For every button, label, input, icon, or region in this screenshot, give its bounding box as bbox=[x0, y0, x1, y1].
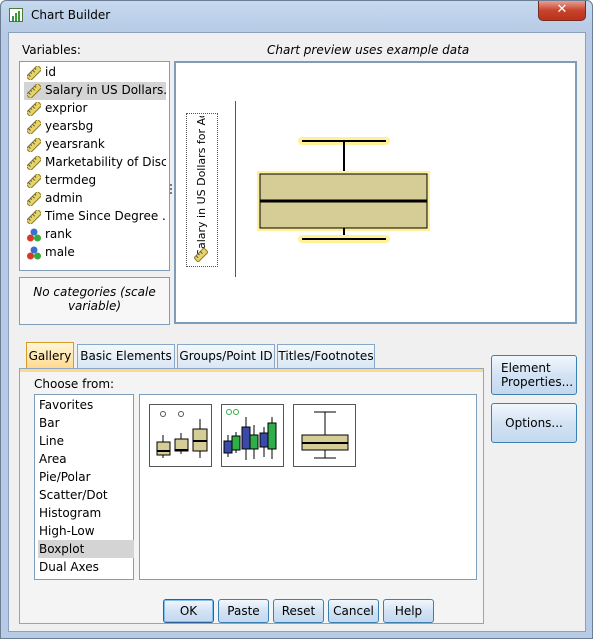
variable-item[interactable]: Time Since Degree ... bbox=[24, 208, 166, 226]
chart-type-item[interactable]: Boxplot bbox=[38, 540, 134, 558]
variable-item[interactable]: termdeg bbox=[24, 172, 166, 190]
scale-ruler-icon bbox=[27, 210, 41, 224]
chart-type-item[interactable]: Favorites bbox=[38, 396, 134, 414]
chart-type-item[interactable]: Scatter/Dot bbox=[38, 486, 134, 504]
variable-label: admin bbox=[45, 191, 83, 205]
chart-type-item[interactable]: Pie/Polar bbox=[38, 468, 134, 486]
chart-type-label: Dual Axes bbox=[39, 560, 99, 574]
chart-type-label: Favorites bbox=[39, 398, 94, 412]
variable-label: Marketability of Disci... bbox=[45, 155, 166, 169]
categories-text-line1: No categories (scale bbox=[33, 285, 156, 299]
tab-gallery[interactable]: Gallery bbox=[26, 342, 74, 370]
y-axis-drop-zone[interactable]: Salary in US Dollars for Ac... bbox=[186, 113, 218, 267]
title-bar: Chart Builder ✕ bbox=[1, 1, 592, 31]
y-axis-line bbox=[235, 101, 236, 277]
chart-type-label: Scatter/Dot bbox=[39, 488, 108, 502]
variable-label: Salary in US Dollars... bbox=[45, 83, 166, 97]
preview-caption: Chart preview uses example data bbox=[267, 43, 470, 57]
chart-type-item[interactable]: Area bbox=[38, 450, 134, 468]
chart-type-label: Line bbox=[39, 434, 65, 448]
help-button[interactable]: Help bbox=[383, 599, 434, 623]
cancel-button[interactable]: Cancel bbox=[328, 599, 379, 623]
variable-label: rank bbox=[45, 227, 72, 241]
chart-type-item[interactable]: Histogram bbox=[38, 504, 134, 522]
chart-type-label: Pie/Polar bbox=[39, 470, 91, 484]
tab-groups-point-id[interactable]: Groups/Point ID bbox=[177, 344, 275, 368]
splitter-handle-horizontal[interactable] bbox=[87, 270, 103, 279]
variable-label: yearsrank bbox=[45, 137, 105, 151]
nominal-balls-icon bbox=[27, 228, 41, 242]
tab-titles-footnotes[interactable]: Titles/Footnotes bbox=[277, 344, 375, 368]
element-properties-button[interactable]: Element Properties... bbox=[491, 355, 577, 395]
chart-type-label: Bar bbox=[39, 416, 60, 430]
choose-from-label: Choose from: bbox=[34, 377, 115, 391]
element-properties-label-line2: Properties... bbox=[501, 375, 574, 389]
categories-text-line2: variable) bbox=[67, 299, 122, 313]
categories-box: No categories (scale variable) bbox=[19, 277, 170, 325]
variable-label: id bbox=[45, 65, 56, 79]
variable-item[interactable]: exprior bbox=[24, 100, 166, 118]
window-title: Chart Builder bbox=[31, 8, 111, 22]
variable-item[interactable]: yearsrank bbox=[24, 136, 166, 154]
y-axis-label: Salary in US Dollars for Ac... bbox=[195, 116, 208, 256]
simple-boxplot-icon[interactable] bbox=[149, 404, 212, 467]
reset-button[interactable]: Reset bbox=[273, 599, 324, 623]
variable-item[interactable]: admin bbox=[24, 190, 166, 208]
preview-boxplot bbox=[257, 137, 430, 243]
chart-type-item[interactable]: High-Low bbox=[38, 522, 134, 540]
variables-label: Variables: bbox=[22, 43, 81, 57]
scale-ruler-icon bbox=[194, 248, 208, 262]
scale-ruler-icon bbox=[27, 156, 41, 170]
chart-type-item[interactable]: Bar bbox=[38, 414, 134, 432]
chart-type-label: Area bbox=[39, 452, 67, 466]
scale-ruler-icon bbox=[27, 66, 41, 80]
paste-button[interactable]: Paste bbox=[218, 599, 269, 623]
variable-item[interactable]: male bbox=[24, 244, 166, 262]
chart-preview-canvas[interactable]: Salary in US Dollars for Ac... bbox=[174, 61, 577, 324]
variable-item[interactable]: id bbox=[24, 64, 166, 82]
variable-label: termdeg bbox=[45, 173, 97, 187]
chart-type-label: High-Low bbox=[39, 524, 95, 538]
scale-ruler-icon bbox=[27, 120, 41, 134]
scale-ruler-icon bbox=[27, 138, 41, 152]
variable-label: Time Since Degree ... bbox=[45, 209, 166, 223]
variable-item[interactable]: Marketability of Disci... bbox=[24, 154, 166, 172]
chart-type-item[interactable]: Dual Axes bbox=[38, 558, 134, 576]
variable-item[interactable]: yearsbg bbox=[24, 118, 166, 136]
chart-type-label: Boxplot bbox=[39, 542, 85, 556]
options-button[interactable]: Options... bbox=[491, 403, 577, 443]
chart-thumbnails-area bbox=[139, 394, 477, 580]
chart-builder-app-icon bbox=[9, 8, 23, 22]
scale-ruler-icon bbox=[27, 192, 41, 206]
ok-button[interactable]: OK bbox=[163, 599, 214, 623]
chart-type-item[interactable]: Line bbox=[38, 432, 134, 450]
active-tab-strip bbox=[20, 369, 483, 372]
splitter-handle[interactable] bbox=[169, 183, 175, 197]
variable-label: exprior bbox=[45, 101, 88, 115]
variable-item[interactable]: rank bbox=[24, 226, 166, 244]
nominal-balls-icon bbox=[27, 246, 41, 260]
close-button[interactable]: ✕ bbox=[538, 1, 586, 21]
variable-label: yearsbg bbox=[45, 119, 94, 133]
chart-type-label: Histogram bbox=[39, 506, 102, 520]
scale-ruler-icon bbox=[27, 174, 41, 188]
scale-ruler-icon bbox=[27, 102, 41, 116]
variable-label: male bbox=[45, 245, 75, 259]
scale-ruler-icon bbox=[27, 84, 41, 98]
1-d-boxplot-icon[interactable] bbox=[293, 404, 356, 467]
clustered-boxplot-icon[interactable] bbox=[221, 404, 284, 467]
tab-basic-elements[interactable]: Basic Elements bbox=[77, 344, 175, 368]
element-properties-label-line1: Element bbox=[501, 361, 551, 375]
variable-item[interactable]: Salary in US Dollars... bbox=[24, 82, 166, 100]
